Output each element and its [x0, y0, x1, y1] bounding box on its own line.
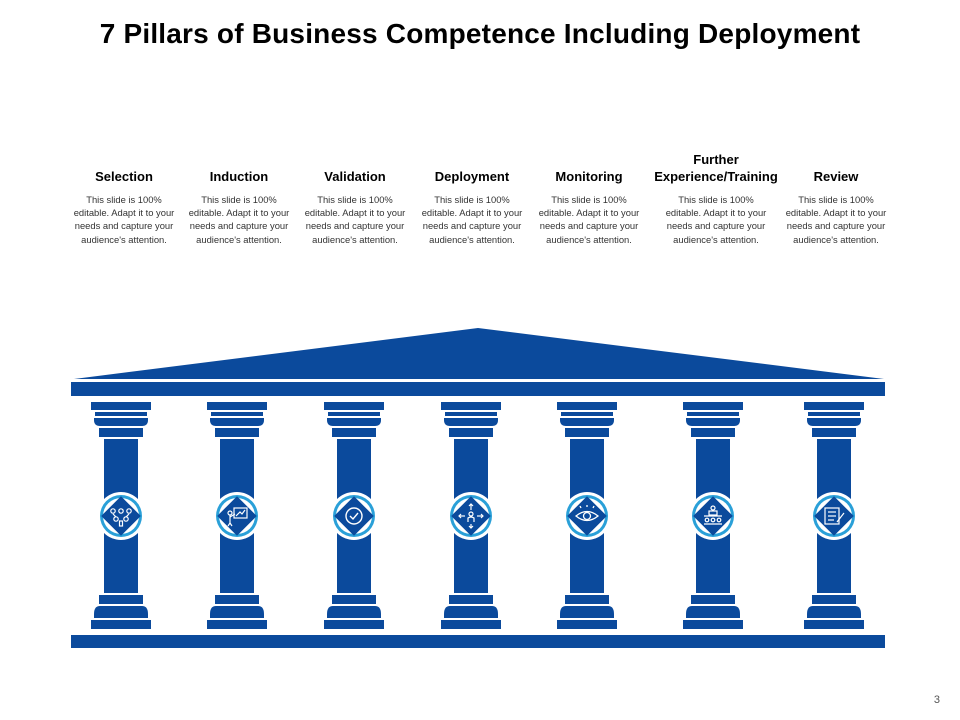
training-group-icon [689, 492, 737, 540]
pillar-label-selection: Selection [95, 169, 153, 184]
pillar-desc-monitoring: This slide is 100% editable. Adapt it to… [538, 194, 640, 245]
pillar-label-induction: Induction [209, 169, 269, 184]
pillar-label-review: Review [813, 169, 859, 184]
temple-entablature [71, 382, 885, 396]
pillar-label-monitoring: Monitoring [555, 169, 623, 184]
eye-icon [563, 492, 611, 540]
pillar-desc-deployment: This slide is 100% editable. Adapt it to… [421, 194, 523, 245]
temple-roof [74, 328, 884, 379]
slide-title: 7 Pillars of Business Competence Includi… [99, 18, 861, 49]
pillar-desc-selection: This slide is 100% editable. Adapt it to… [73, 194, 175, 245]
presenter-board-icon [213, 492, 261, 540]
pillar-label-further-experience-training: Further Experience/Training [654, 152, 778, 184]
pillar-desc-review: This slide is 100% editable. Adapt it to… [785, 194, 887, 245]
review-document-icon [810, 492, 858, 540]
pillar-desc-further-experience-training: This slide is 100% editable. Adapt it to… [665, 194, 767, 245]
pillar-label-validation: Validation [324, 169, 386, 184]
person-arrows-icon [447, 492, 495, 540]
pillar-desc-induction: This slide is 100% editable. Adapt it to… [188, 194, 290, 245]
page-number: 3 [933, 694, 940, 706]
pillar-label-deployment: Deployment [434, 169, 510, 184]
pillar-desc-validation: This slide is 100% editable. Adapt it to… [304, 194, 406, 245]
people-network-icon [97, 492, 145, 540]
temple-floor [71, 635, 885, 648]
check-circle-icon [330, 492, 378, 540]
